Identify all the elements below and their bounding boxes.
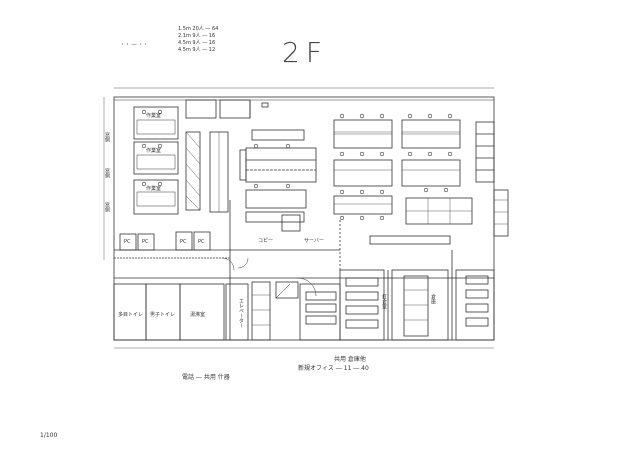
pc-room-4 (193, 231, 211, 251)
toilet-women-label: 男子トイレ (150, 312, 176, 318)
washroom-label: 湯沸室 (190, 312, 206, 318)
chair-markers (141, 109, 453, 221)
pc-label-1: PC (124, 239, 131, 245)
legend-row-3: 4.5m 9人 ― 16 (178, 40, 216, 46)
side-label-3: 窓側 (104, 202, 110, 212)
pc-room-2 (137, 233, 155, 251)
central-desk-group-1 (245, 147, 317, 183)
side-label-1: 窓側 (104, 132, 110, 142)
room-label-tl1: 作業室 (146, 113, 162, 119)
legend-row-2: 2.1m 9人 ― 16 (178, 33, 216, 39)
room-label-tl3: 作業室 (146, 186, 162, 192)
desk-block-1 (133, 106, 179, 140)
meeting-label: 打合室 (381, 294, 387, 309)
storage-label: 倉庫 (430, 294, 436, 304)
legend-row-4: 4.5m 9人 ― 12 (178, 47, 216, 53)
bottom-left-note: 電話 ― 共用 什器 (182, 374, 230, 381)
pc-label-2: PC (142, 239, 149, 245)
bottom-mid-note: 新規オフィス ― 11 ― 40 (298, 365, 369, 372)
pc-room-3 (175, 231, 193, 251)
pc-label-3: PC (180, 239, 187, 245)
room-label-tl2: 作業室 (146, 148, 162, 154)
header-note: ・・ ― ・・ (120, 42, 149, 48)
scale-note: 1/100 (40, 432, 58, 439)
side-label-2: 窓側 (104, 168, 110, 178)
dim-label: 共用 倉庫他 (334, 356, 366, 363)
pc-label-4: PC (198, 239, 205, 245)
toilet-men-label: 多目トイレ (118, 312, 144, 318)
desk-block-3 (133, 179, 179, 215)
meeting-room (339, 269, 385, 341)
conference-table-room (391, 269, 449, 341)
desk-block-2 (133, 141, 179, 175)
elevator-hall-label: エレベーター (238, 298, 244, 328)
copy-label: コピー (258, 238, 274, 244)
legend-row-1: 1.5m 20人 ― 64 (178, 26, 219, 32)
pc-room-1 (119, 233, 137, 251)
page-title: 2F (282, 36, 328, 69)
washroom (179, 283, 225, 341)
server-label: サーバー (304, 238, 324, 244)
